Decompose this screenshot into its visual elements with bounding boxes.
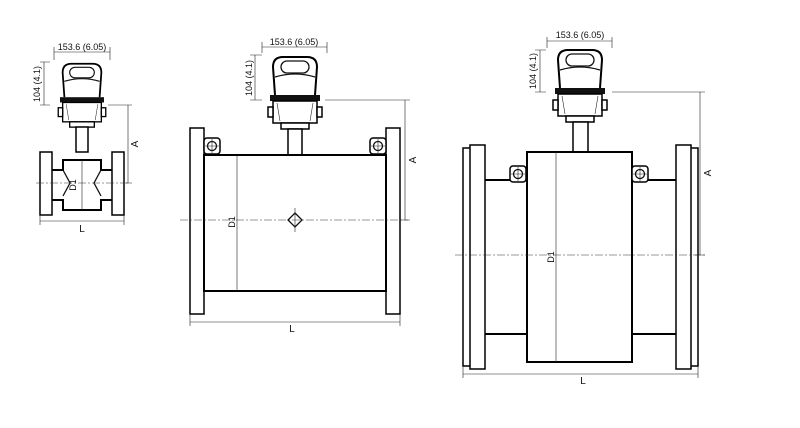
a-dimension-label: A — [703, 169, 714, 176]
height-dimension: 104 (4.1) — [528, 53, 538, 89]
a-dimension-label: A — [408, 156, 419, 163]
large-meter-drawing: 153.6 (6.05) 104 (4.1) A L D1 — [455, 30, 714, 387]
d1-dimension-label: D1 — [546, 251, 556, 263]
transmitter-head-icon — [552, 49, 608, 123]
transmitter-head-icon — [57, 62, 107, 129]
lifting-lug-icon — [369, 137, 387, 155]
lifting-lug-icon — [203, 137, 221, 155]
width-dimension: 153.6 (6.05) — [556, 30, 605, 40]
width-dimension: 153.6 (6.05) — [270, 37, 319, 47]
transmitter-head-icon — [267, 56, 323, 130]
l-dimension-label: L — [580, 376, 586, 387]
a-dimension-label: A — [130, 140, 141, 147]
l-dimension-label: L — [79, 224, 85, 235]
d1-dimension-label: D1 — [68, 179, 78, 191]
width-dimension: 153.6 (6.05) — [58, 42, 107, 52]
height-dimension: 104 (4.1) — [244, 60, 254, 96]
d1-dimension-label: D1 — [227, 216, 237, 228]
small-meter-drawing: 153.6 (6.05) 104 (4.1) A L D1 — [32, 42, 141, 235]
l-dimension-label: L — [289, 324, 295, 335]
neck — [75, 126, 89, 153]
lifting-lug-icon — [509, 165, 527, 183]
height-dimension: 104 (4.1) — [32, 66, 42, 102]
medium-meter-drawing: 153.6 (6.05) 104 (4.1) A L D1 — [180, 37, 419, 335]
lifting-lug-icon — [631, 165, 649, 183]
